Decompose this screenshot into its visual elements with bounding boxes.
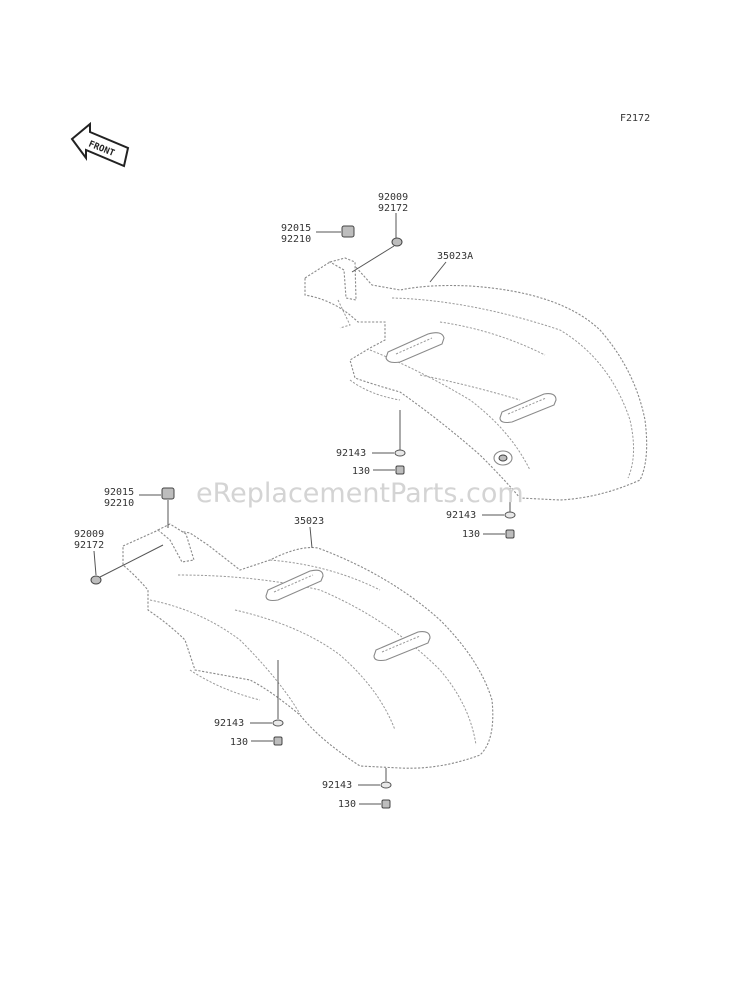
upper-pad-rear bbox=[499, 393, 557, 424]
upper-clip bbox=[341, 225, 355, 238]
label-lower-clip-b: 92210 bbox=[104, 498, 134, 509]
lower-bolt bbox=[90, 544, 164, 585]
upper-cover-assembly bbox=[304, 225, 648, 539]
lower-washer-1 bbox=[272, 719, 284, 727]
lower-washer-2 bbox=[380, 781, 392, 789]
upper-washer-1 bbox=[394, 449, 406, 457]
label-upper-clip-b: 92210 bbox=[281, 234, 311, 245]
label-upper-screw-1: 130 bbox=[352, 466, 370, 477]
upper-screw-2 bbox=[505, 488, 515, 539]
lower-pad-rear bbox=[373, 631, 431, 662]
lower-clip bbox=[161, 487, 175, 500]
label-upper-body: 35023A bbox=[437, 251, 473, 262]
label-upper-bolt-a: 92009 bbox=[378, 192, 408, 203]
lower-screw-2 bbox=[381, 768, 391, 809]
lower-screw-1 bbox=[273, 660, 283, 746]
label-lower-washer-1: 92143 bbox=[214, 718, 244, 729]
lower-cover-body bbox=[122, 527, 494, 769]
lower-pad-front bbox=[265, 569, 324, 602]
label-upper-bolt-b: 92172 bbox=[378, 203, 408, 214]
label-lower-body: 35023 bbox=[294, 516, 324, 527]
label-lower-washer-2: 92143 bbox=[322, 780, 352, 791]
label-lower-bolt-a: 92009 bbox=[74, 529, 104, 540]
label-lower-bolt-b: 92172 bbox=[74, 540, 104, 551]
lower-cover-assembly bbox=[90, 487, 494, 809]
diagram-code: F2172 bbox=[620, 113, 650, 124]
label-upper-washer-2: 92143 bbox=[446, 510, 476, 521]
label-upper-clip-a: 92015 bbox=[281, 223, 311, 234]
label-upper-screw-2: 130 bbox=[462, 529, 480, 540]
upper-pad-front bbox=[385, 332, 445, 364]
label-lower-screw-2: 130 bbox=[338, 799, 356, 810]
upper-bolt bbox=[351, 237, 403, 273]
upper-cover-body bbox=[304, 261, 648, 501]
watermark: eReplacementParts.com bbox=[196, 478, 524, 509]
upper-washer-2 bbox=[504, 511, 516, 519]
label-lower-screw-1: 130 bbox=[230, 737, 248, 748]
upper-screw-1 bbox=[395, 410, 405, 475]
label-lower-clip-a: 92015 bbox=[104, 487, 134, 498]
front-arrow-icon: FRONT bbox=[70, 121, 130, 168]
label-upper-washer-1: 92143 bbox=[336, 448, 366, 459]
